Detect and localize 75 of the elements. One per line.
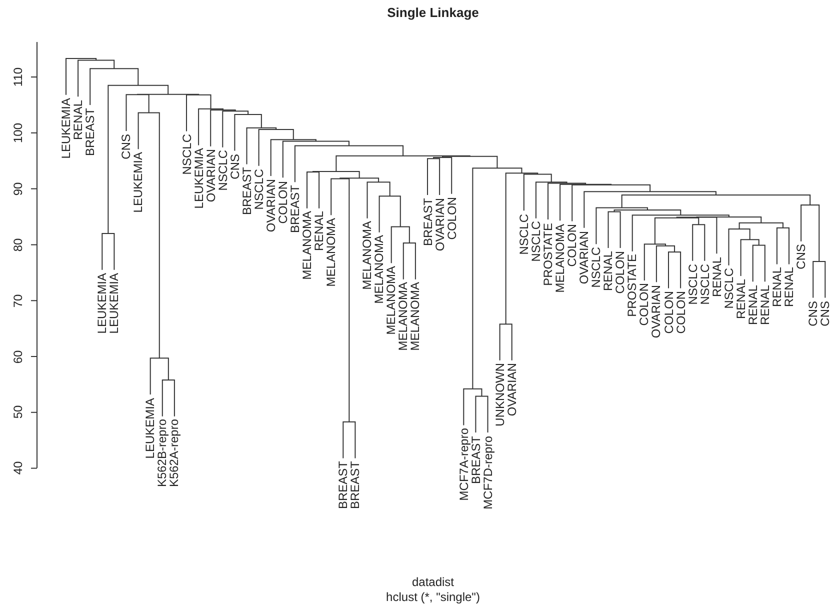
leaf-label: NSCLC	[530, 221, 542, 262]
leaf-label: OVARIAN	[578, 230, 590, 284]
leaf-label: RENAL	[313, 211, 326, 252]
axis-tick-label: 60	[12, 350, 24, 364]
leaf-label: CNS	[795, 244, 808, 270]
leaf-label: OVARIAN	[506, 363, 518, 417]
leaf-label: NSCLC	[590, 247, 602, 288]
leaf-label: RENAL	[734, 279, 747, 320]
leaf-label: COLON	[638, 283, 650, 326]
leaf-label: MELANOMA	[301, 211, 313, 280]
leaf-label: NSCLC	[698, 264, 711, 305]
leaf-label: BREAST	[337, 461, 350, 510]
leaf-label: RENAL	[746, 284, 759, 325]
axis-tick-label: 50	[12, 406, 24, 420]
leaf-label: CNS	[807, 300, 820, 326]
leaf-label: RENAL	[602, 251, 614, 292]
axis-tick-label: 100	[12, 122, 24, 143]
leaf-label: CNS	[120, 134, 132, 160]
leaf-label: MELANOMA	[373, 235, 386, 304]
leaf-label: NSCLC	[686, 264, 699, 305]
leaf-label: LEUKEMIA	[96, 272, 108, 334]
leaf-label: BREAST	[422, 198, 434, 246]
leaf-label: RENAL	[72, 100, 84, 140]
leaf-label: COLON	[566, 224, 578, 267]
leaf-label: CNS	[819, 300, 832, 326]
leaf-label: NSCLC	[216, 150, 229, 192]
leaf-label: OVARIAN	[204, 149, 217, 202]
leaf-label: MELANOMA	[325, 218, 338, 287]
leaf-label: RENAL	[783, 267, 795, 308]
leaf-label: OVARIAN	[650, 285, 662, 338]
leaf-label: COLON	[674, 291, 687, 334]
leaf-label: NSCLC	[180, 134, 192, 175]
leaf-label: RENAL	[710, 256, 723, 297]
leaf-label: COLON	[446, 196, 458, 240]
leaf-label: BREAST	[84, 108, 96, 156]
leaf-label: NSCLC	[518, 214, 530, 254]
x-axis-title: datadist	[412, 576, 454, 588]
axis-tick-label: 80	[12, 238, 24, 252]
leaf-label: NSCLC	[252, 168, 265, 210]
leaf-label: LEUKEMIA	[144, 398, 156, 458]
leaf-label: OVARIAN	[264, 178, 277, 232]
axis-tick-label: 110	[12, 67, 24, 87]
leaf-label: LEUKEMIA	[108, 272, 120, 334]
leaf-label: K562B-repro	[156, 419, 168, 488]
leaf-label: MELANOMA	[361, 221, 374, 290]
leaf-label: BREAST	[240, 167, 253, 216]
chart-title: Single Linkage	[387, 7, 479, 19]
leaf-label: LEUKEMIA	[132, 152, 144, 213]
leaf-label: LEUKEMIA	[192, 148, 205, 209]
leaf-label: PROSTATE	[542, 222, 554, 286]
leaf-label: COLON	[662, 291, 674, 334]
leaf-label: BREAST	[470, 436, 482, 484]
leaf-label: BREAST	[349, 461, 362, 510]
leaf-label: MELANOMA	[409, 282, 422, 352]
leaf-label: LEUKEMIA	[60, 98, 72, 159]
leaf-label: COLON	[614, 251, 626, 294]
leaf-label: UNKNOWN	[494, 363, 506, 427]
leaf-label: BREAST	[288, 185, 301, 234]
leaf-label: OVARIAN	[434, 198, 446, 252]
leaf-label: MCF7D-repro	[482, 436, 494, 509]
leaf-label: NSCLC	[722, 268, 735, 310]
leaf-label: MCF7A-repro	[458, 428, 470, 501]
axis-tick-label: 70	[12, 294, 24, 308]
leaf-label: PROSTATE	[626, 254, 638, 318]
leaf-label: RENAL	[770, 267, 783, 308]
subtitle: hclust (*, "single")	[386, 591, 480, 603]
axis-tick-label: 90	[12, 182, 24, 196]
leaf-label: MELANOMA	[554, 224, 566, 292]
leaf-label: COLON	[276, 180, 289, 224]
leaf-label: MELANOMA	[385, 266, 398, 335]
leaf-label: K562A-repro	[168, 419, 180, 488]
leaf-label: RENAL	[758, 284, 771, 325]
axis-tick-label: 40	[12, 462, 24, 475]
leaf-label: CNS	[228, 154, 241, 180]
leaf-label: MELANOMA	[397, 282, 410, 352]
